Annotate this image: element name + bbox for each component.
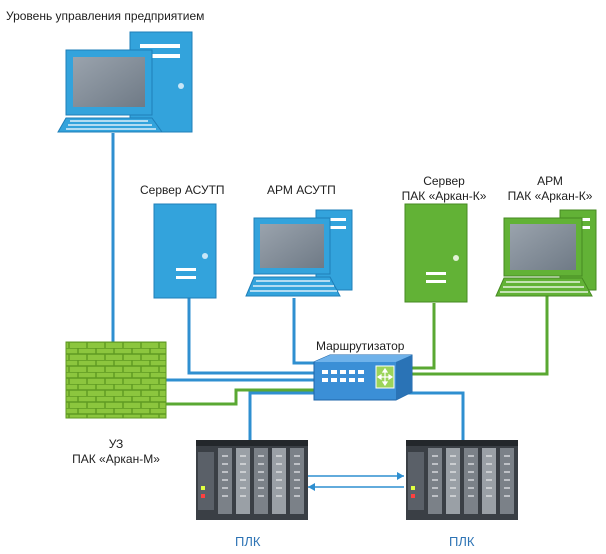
- router-icon: [313, 354, 413, 401]
- firewall-icon: [65, 341, 167, 419]
- server-arkan-label-line1: Сервер: [423, 174, 465, 188]
- connection-lines: [111, 133, 549, 491]
- link-firewall-router-green: [165, 388, 314, 406]
- link-router-plc-right: [395, 391, 465, 441]
- server-asutp-icon: [153, 203, 217, 299]
- server-arkan-icon: [404, 203, 468, 303]
- firewall-label-line1: УЗ: [108, 437, 124, 451]
- link-server-asutp-router: [187, 298, 314, 375]
- arrow-head: [308, 483, 315, 491]
- arm-arkan-label: АРМ ПАК «Аркан-К»: [496, 174, 604, 204]
- arm-asutp-label: АРМ АСУТП: [267, 183, 336, 197]
- plc-right-label: ПЛК: [449, 534, 475, 549]
- arm-arkan-label-line1: АРМ: [537, 174, 563, 188]
- link-server-arkan-router: [410, 303, 436, 370]
- firewall-label-line2: ПАК «Аркан-М»: [72, 452, 160, 466]
- link-arm-arkan-router: [410, 296, 549, 376]
- enterprise-workstation-icon: [57, 31, 193, 133]
- arm-arkan-icon: [495, 209, 597, 297]
- server-asutp-label: Сервер АСУТП: [140, 183, 225, 197]
- firewall-label: УЗ ПАК «Аркан-М»: [56, 437, 176, 467]
- arrow-head: [397, 472, 404, 480]
- plc-left-icon: [196, 440, 308, 520]
- plc-right-icon: [406, 440, 518, 520]
- link-router-plc-left: [248, 391, 340, 441]
- arm-arkan-label-line2: ПАК «Аркан-К»: [507, 189, 593, 203]
- plc-left-label: ПЛК: [235, 534, 261, 549]
- router-label: Маршрутизатор: [316, 339, 405, 353]
- arm-asutp-icon: [245, 209, 353, 297]
- enterprise-level-label: Уровень управления предприятием: [6, 9, 205, 23]
- server-arkan-label-line2: ПАК «Аркан-К»: [401, 189, 487, 203]
- server-arkan-label: Сервер ПАК «Аркан-К»: [390, 174, 498, 204]
